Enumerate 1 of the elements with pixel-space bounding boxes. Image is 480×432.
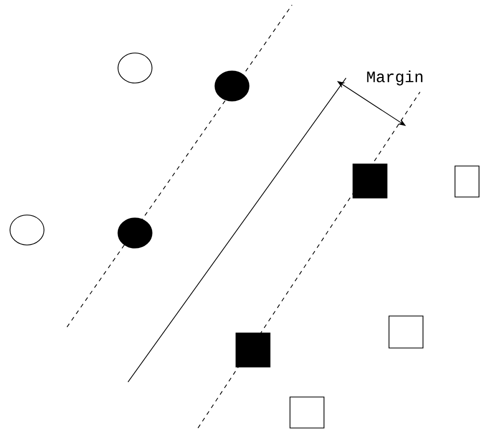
axis-label: Margin: [367, 70, 422, 86]
